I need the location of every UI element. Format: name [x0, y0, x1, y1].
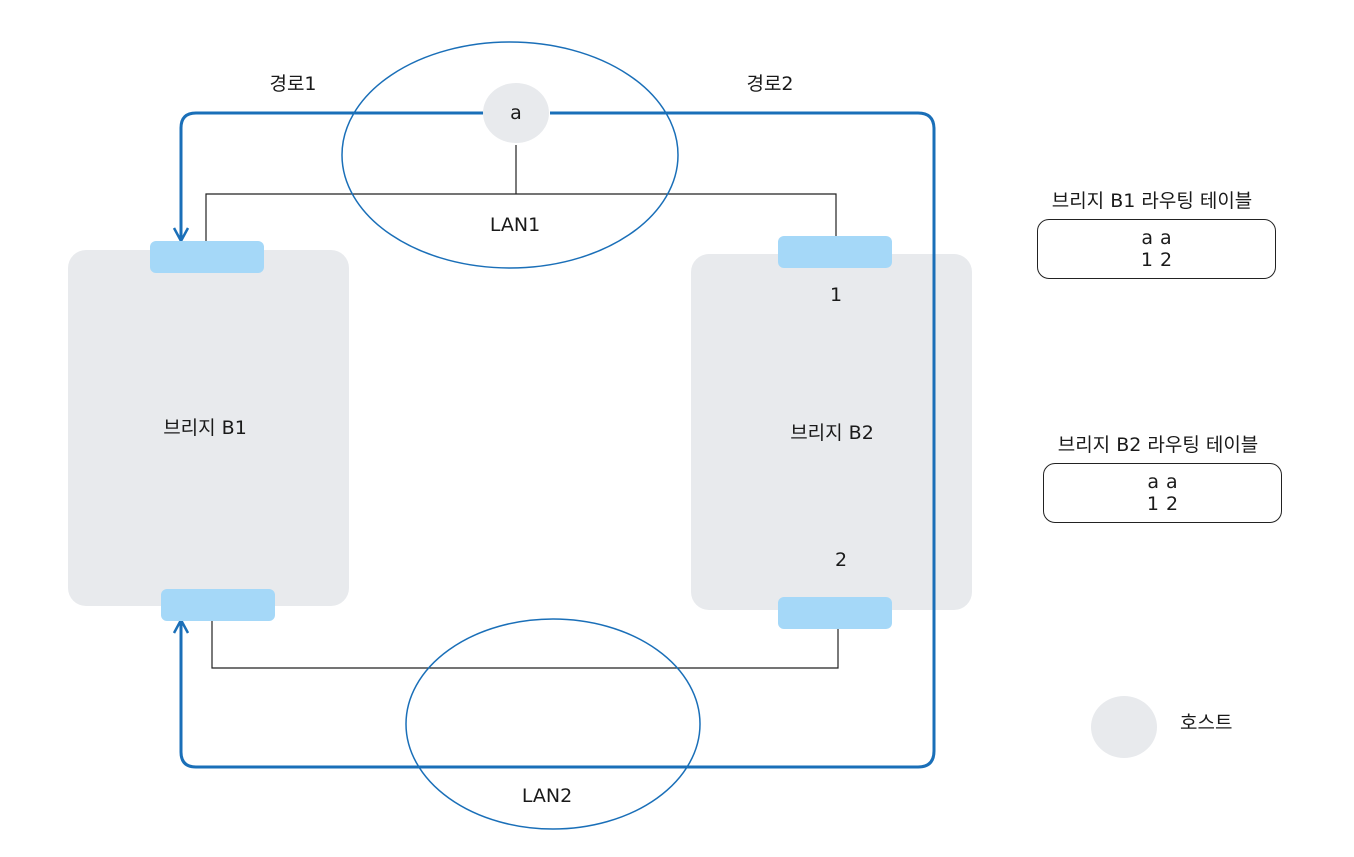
path2-line [179, 111, 936, 769]
path1-label: 경로1 [269, 73, 317, 95]
b2-table-title: 브리지 B2 라우팅 테이블 [1057, 434, 1259, 456]
b2-port-2-label: 2 [834, 549, 848, 571]
bridge-b1-label: 브리지 B1 [163, 417, 247, 439]
b2-table-cell: a [1147, 471, 1159, 493]
lan2-ellipse [405, 618, 701, 830]
b2-routing-table: a a 1 2 [1043, 463, 1282, 523]
bridge-b1 [68, 250, 349, 606]
b1-table-cell: 1 [1140, 249, 1153, 271]
b2-table-cell: 1 [1146, 493, 1159, 515]
b2-port-1-label: 1 [829, 284, 843, 306]
bridge-b2-label: 브리지 B2 [790, 422, 874, 444]
lan1-ellipse [341, 41, 679, 269]
lan1-link-bridges [205, 193, 837, 241]
b1-table-cell: a [1141, 227, 1153, 249]
legend-host-icon [1091, 696, 1157, 758]
b1-table-title: 브리지 B1 라우팅 테이블 [1051, 190, 1253, 212]
host-a: a [483, 83, 549, 143]
b1-port-top [150, 241, 264, 273]
lan2-label: LAN2 [521, 785, 573, 807]
lan1-label: LAN1 [489, 214, 541, 236]
bridge-b2 [691, 254, 972, 610]
b1-port-bottom [161, 589, 275, 621]
b2-table-cell: 2 [1166, 493, 1179, 515]
b1-table-cell: a [1160, 227, 1172, 249]
b1-table-row2: 1 2 [1141, 249, 1172, 271]
lan2-link-bridges [211, 621, 839, 669]
b2-table-row1: a a [1147, 471, 1177, 493]
path2-label: 경로2 [746, 73, 794, 95]
path1-line [179, 111, 483, 240]
host-a-label: a [510, 102, 522, 124]
legend-host-label: 호스트 [1180, 712, 1233, 734]
b2-port-2 [778, 597, 892, 629]
b1-routing-table: a a 1 2 [1037, 219, 1276, 279]
b2-table-row2: 1 2 [1147, 493, 1178, 515]
b1-table-cell: 2 [1160, 249, 1173, 271]
b2-port-1 [778, 236, 892, 268]
b2-table-cell: a [1166, 471, 1178, 493]
b1-table-row1: a a [1141, 227, 1171, 249]
